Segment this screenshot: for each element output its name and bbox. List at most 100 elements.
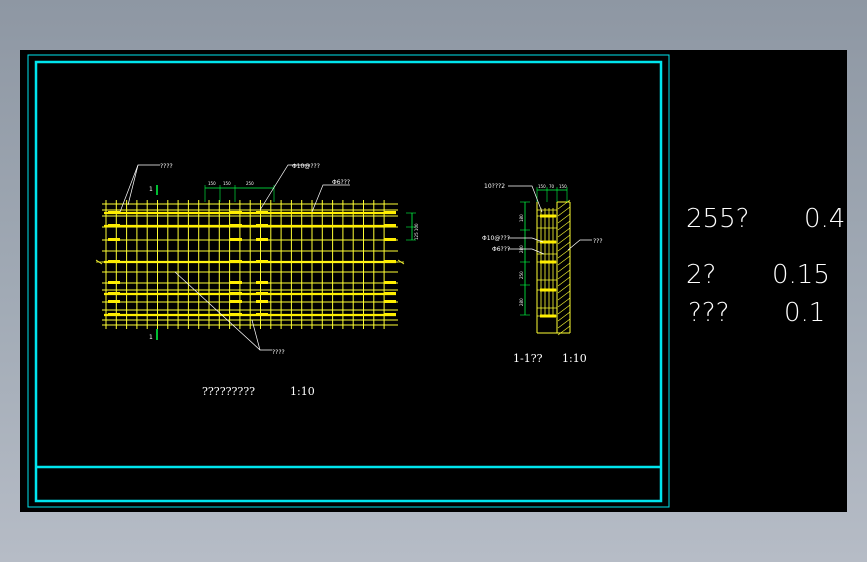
tie-block (230, 300, 242, 303)
hatch-line (557, 241, 571, 252)
plan-title: ????????? (202, 385, 255, 398)
section-mark-top-label: 1 (149, 186, 153, 193)
hatch-line (557, 297, 571, 308)
tie-block (230, 292, 242, 295)
tie-block (256, 224, 268, 227)
section-mark-bottom-label: 1 (149, 334, 153, 341)
legend-label-3: ??? (688, 298, 729, 328)
legend-label-2: 2? (686, 260, 716, 290)
tie-block (108, 224, 120, 227)
hatch-line (557, 283, 571, 294)
plan-scale: 1:10 (290, 385, 315, 398)
section-main-bar (540, 314, 556, 318)
tie-block (256, 300, 268, 303)
tie-block (384, 260, 396, 263)
plan-dim-1: 150 (208, 181, 216, 186)
section-dimension-side: 180 280 250 280 (519, 201, 530, 316)
section-callout-4: ??? (593, 238, 603, 245)
hatch-line (557, 213, 571, 224)
plan-callout-1: ???? (160, 163, 173, 170)
tie-block (384, 313, 396, 316)
plan-dimension-top: 150 150 250 (204, 181, 275, 202)
bar-tick-right (397, 259, 405, 265)
tie-block (384, 211, 396, 214)
section-dim-side-3: 250 (519, 271, 524, 279)
tie-block (256, 313, 268, 316)
plan-rebar-grid (95, 200, 405, 329)
tie-block (256, 238, 268, 241)
plan-dim-3: 250 (246, 181, 254, 186)
plan-callouts: ???? Φ10@??? Φ6??? ???? (119, 163, 350, 356)
section-dim-3: 150 (559, 184, 567, 189)
section-dim-side-4: 280 (519, 298, 524, 306)
hatch-line (557, 318, 571, 329)
tie-block (256, 211, 268, 214)
hatch-line (557, 290, 571, 301)
tie-block (108, 292, 120, 295)
plan-dim-side: 125 100 (414, 223, 419, 240)
sheet-frame (27, 54, 670, 508)
section-callout-3: Φ6??? (492, 246, 510, 253)
section-main-bar (540, 260, 556, 264)
section-callout-2: Φ10@??? (482, 235, 510, 242)
section-title: 1-1?? (513, 352, 543, 365)
section-scale: 1:10 (562, 352, 587, 365)
section-main-bar (540, 288, 556, 292)
section-dim-side-1: 180 (519, 214, 524, 222)
tie-block (108, 313, 120, 316)
tie-block (108, 211, 120, 214)
section-dimension-top: 150 70 150 (536, 184, 568, 202)
hatch-line (557, 227, 571, 238)
tie-block (230, 238, 242, 241)
section-main-bar (540, 240, 556, 244)
plan-dim-2: 150 (223, 181, 231, 186)
bar-tick-left (95, 259, 103, 265)
legend-label-1: 255? (686, 204, 749, 234)
plan-callout-4: ???? (272, 349, 285, 356)
tie-block (108, 238, 120, 241)
drawing-canvas[interactable]: 1 1 150 150 250 125 100 (20, 50, 847, 512)
tie-block (230, 313, 242, 316)
section-dim-1: 150 (538, 184, 546, 189)
tie-block (230, 260, 242, 263)
tie-block (256, 292, 268, 295)
tie-block (256, 260, 268, 263)
legend-value-2: 0.15 (772, 260, 830, 290)
tie-block (108, 260, 120, 263)
hatch-line (557, 276, 571, 287)
tie-block (384, 300, 396, 303)
hatch-line (557, 311, 571, 322)
hatch-line (557, 248, 571, 259)
tie-block (256, 281, 268, 284)
section-dim-2: 70 (549, 184, 555, 189)
plan-drawing[interactable]: 1 1 150 150 250 125 100 (95, 163, 419, 398)
tie-block (108, 300, 120, 303)
hatch-line (557, 269, 571, 280)
hatch-line (557, 234, 571, 245)
hatch-line (557, 325, 571, 336)
material-legend: 255? 0.4 2? 0.15 ??? 0.1 (686, 204, 845, 328)
tie-block (384, 292, 396, 295)
tie-block (230, 281, 242, 284)
tie-block (230, 211, 242, 214)
tie-block (384, 224, 396, 227)
plan-dimension-side: 125 100 (406, 212, 419, 241)
hatch-line (557, 199, 571, 210)
section-callouts: 10???2 Φ10@??? Φ6??? ??? (482, 183, 603, 255)
legend-value-1: 0.4 (804, 204, 845, 234)
hatch-line (557, 206, 571, 217)
section-main-bar (540, 214, 556, 218)
hatch-line (557, 304, 571, 315)
tie-block (108, 281, 120, 284)
legend-value-3: 0.1 (784, 298, 825, 328)
hatch-line (557, 220, 571, 231)
tie-block (384, 281, 396, 284)
cad-viewport[interactable]: 1 1 150 150 250 125 100 (20, 50, 847, 512)
hatch-line (557, 255, 571, 266)
plan-callout-2: Φ10@??? (292, 163, 320, 170)
hatch-line (557, 262, 571, 273)
plan-callout-3: Φ6??? (332, 179, 350, 186)
section-rebar-body (536, 199, 571, 336)
section-callout-1: 10???2 (484, 183, 505, 190)
section-drawing[interactable]: 150 70 150 180 280 250 280 10???2 (482, 183, 603, 365)
